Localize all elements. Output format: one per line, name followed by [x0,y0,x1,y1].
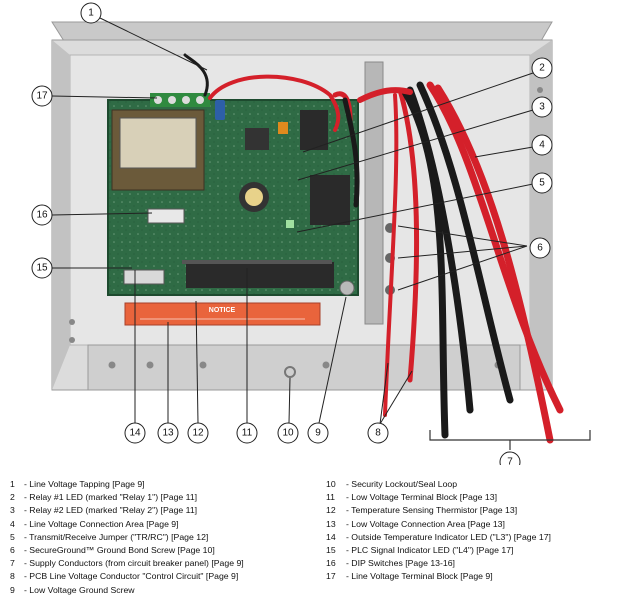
legend-number: 16 [326,558,336,569]
callout-11: 11 [236,422,258,444]
legend-text: - PCB Line Voltage Conductor "Control Ci… [24,571,239,582]
callout-13: 13 [157,422,179,444]
legend-text: - Transmit/Receive Jumper ("TR/RC") [Pag… [24,531,209,542]
legend-text: - Relay #2 LED (marked "Relay 2") [Page … [24,505,198,516]
legend-item: 9 - Low Voltage Ground Screw [10,584,330,597]
callout-4-label: 4 [539,140,545,151]
callout-10-label: 10 [282,428,294,439]
callout-14: 14 [124,422,146,444]
legend-text: - Line Voltage Terminal Block [Page 9] [346,571,493,582]
legend-item: 2 - Relay #1 LED (marked "Relay 1") [Page… [10,491,330,504]
legend-text: - Line Voltage Connection Area [Page 9] [24,518,179,529]
legend-text: - Low Voltage Ground Screw [24,584,135,595]
callout-16: 16 [31,204,53,226]
callout-11-label: 11 [242,428,253,439]
callout-9-label: 9 [315,428,321,439]
legend-column-right: 10 - Security Lockout/Seal Loop 11 - Low V… [326,478,626,584]
legend-item: 10 - Security Lockout/Seal Loop [326,478,626,491]
legend-number: 17 [326,571,336,582]
legend-item: 14 - Outside Temperature Indicator LED ("… [326,531,626,544]
legend-number: 15 [326,544,336,555]
legend-item: 4 - Line Voltage Connection Area [Page 9] [10,518,330,531]
ground-bracket [364,61,384,325]
callout-15-label: 15 [36,263,48,274]
legend-item: 12 - Temperature Sensing Thermistor [Page… [326,504,626,517]
callout-14-label: 14 [129,428,141,439]
circuit-board [107,93,359,296]
legend-number: 3 [10,505,15,516]
legend-item: 7 - Supply Conductors (from circuit break… [10,557,330,570]
callout-6-label: 6 [537,243,543,254]
callout-16-label: 16 [36,210,48,221]
legend-number: 1 [10,479,15,489]
legend-text: - Outside Temperature Indicator LED ("L3… [346,531,551,542]
callout-2: 2 [531,57,553,79]
callout-10: 10 [277,422,299,444]
wire-bundle [183,53,564,444]
callout-5: 5 [531,172,553,194]
legend-number: 2 [10,492,15,503]
callout-12-label: 12 [192,428,204,439]
callout-4: 4 [531,134,553,156]
callout-13-label: 13 [162,428,174,439]
legend-number: 14 [326,531,336,542]
callout-2-label: 2 [539,63,545,74]
callout-3: 3 [531,96,553,118]
legend-text: - Line Voltage Tapping [Page 9] [24,479,145,489]
legend-text: - PLC Signal Indicator LED ("L4") [Page … [346,544,514,555]
notice-label: NOTICE [124,302,321,326]
callout-3-label: 3 [539,102,545,113]
legend-item: 6 - SecureGround™ Ground Bond Screw [Page… [10,544,330,557]
legend-item: 11 - Low Voltage Terminal Block [Page 13] [326,491,626,504]
legend-item: 15 - PLC Signal Indicator LED ("L4") [Pag… [326,544,626,557]
product-photo: NOTICE [31,2,591,466]
legend-text: - Low Voltage Connection Area [Page 13] [346,518,505,529]
callout-1-label: 1 [88,8,94,19]
callout-15: 15 [31,257,53,279]
legend-item: 5 - Transmit/Receive Jumper ("TR/RC") [Pa… [10,531,330,544]
callout-12: 12 [187,422,209,444]
legend-number: 5 [10,531,15,542]
legend-number: 12 [326,505,336,516]
legend-column-left: 1 - Line Voltage Tapping [Page 9] 2 - Rela… [10,478,330,597]
legend-number: 7 [10,558,15,569]
supply-conductors-bracket [429,430,591,441]
legend-text: - Low Voltage Terminal Block [Page 13] [346,492,497,503]
legend-item: 17 - Line Voltage Terminal Block [Page 9] [326,570,626,583]
legend-text: - Relay #1 LED (marked "Relay 1") [Page … [24,492,198,503]
callout-5-label: 5 [539,178,545,189]
legend-item: 8 - PCB Line Voltage Conductor "Control C… [10,570,330,583]
callout-8: 8 [367,422,389,444]
legend-number: 9 [10,584,15,595]
callouts: 1 2 3 4 5 6 7 8 9 10 11 12 13 14 15 16 1… [31,2,553,466]
legend-number: 8 [10,571,15,582]
notice-text: NOTICE [209,307,236,314]
legend-item: 16 - DIP Switches [Page 13-16] [326,557,626,570]
callout-6: 6 [529,237,551,259]
callout-17-label: 17 [36,91,48,102]
callout-17: 17 [31,85,53,107]
legend-text: - SecureGround™ Ground Bond Screw [Page … [24,544,215,555]
legend: 1 - Line Voltage Tapping [Page 9] 2 - Rela… [10,478,620,596]
legend-number: 6 [10,544,15,555]
callout-7: 7 [499,451,521,466]
callout-8-label: 8 [375,428,381,439]
callout-7-label: 7 [507,457,513,466]
legend-number: 4 [10,518,15,529]
legend-item: 1 - Line Voltage Tapping [Page 9] [10,478,330,491]
legend-item: 3 - Relay #2 LED (marked "Relay 2") [Page… [10,504,330,517]
legend-text: - Temperature Sensing Thermistor [Page 1… [346,505,518,516]
callout-9: 9 [307,422,329,444]
legend-number: 13 [326,518,336,529]
legend-item: 13 - Low Voltage Connection Area [Page 13… [326,518,626,531]
leader-lines [51,17,534,425]
legend-text: - Supply Conductors (from circuit breake… [24,558,244,569]
legend-number: 10 [326,479,336,489]
legend-text: - DIP Switches [Page 13-16] [346,558,455,569]
legend-text: - Security Lockout/Seal Loop [346,479,458,489]
legend-number: 11 [326,492,336,503]
callout-1: 1 [80,2,102,24]
